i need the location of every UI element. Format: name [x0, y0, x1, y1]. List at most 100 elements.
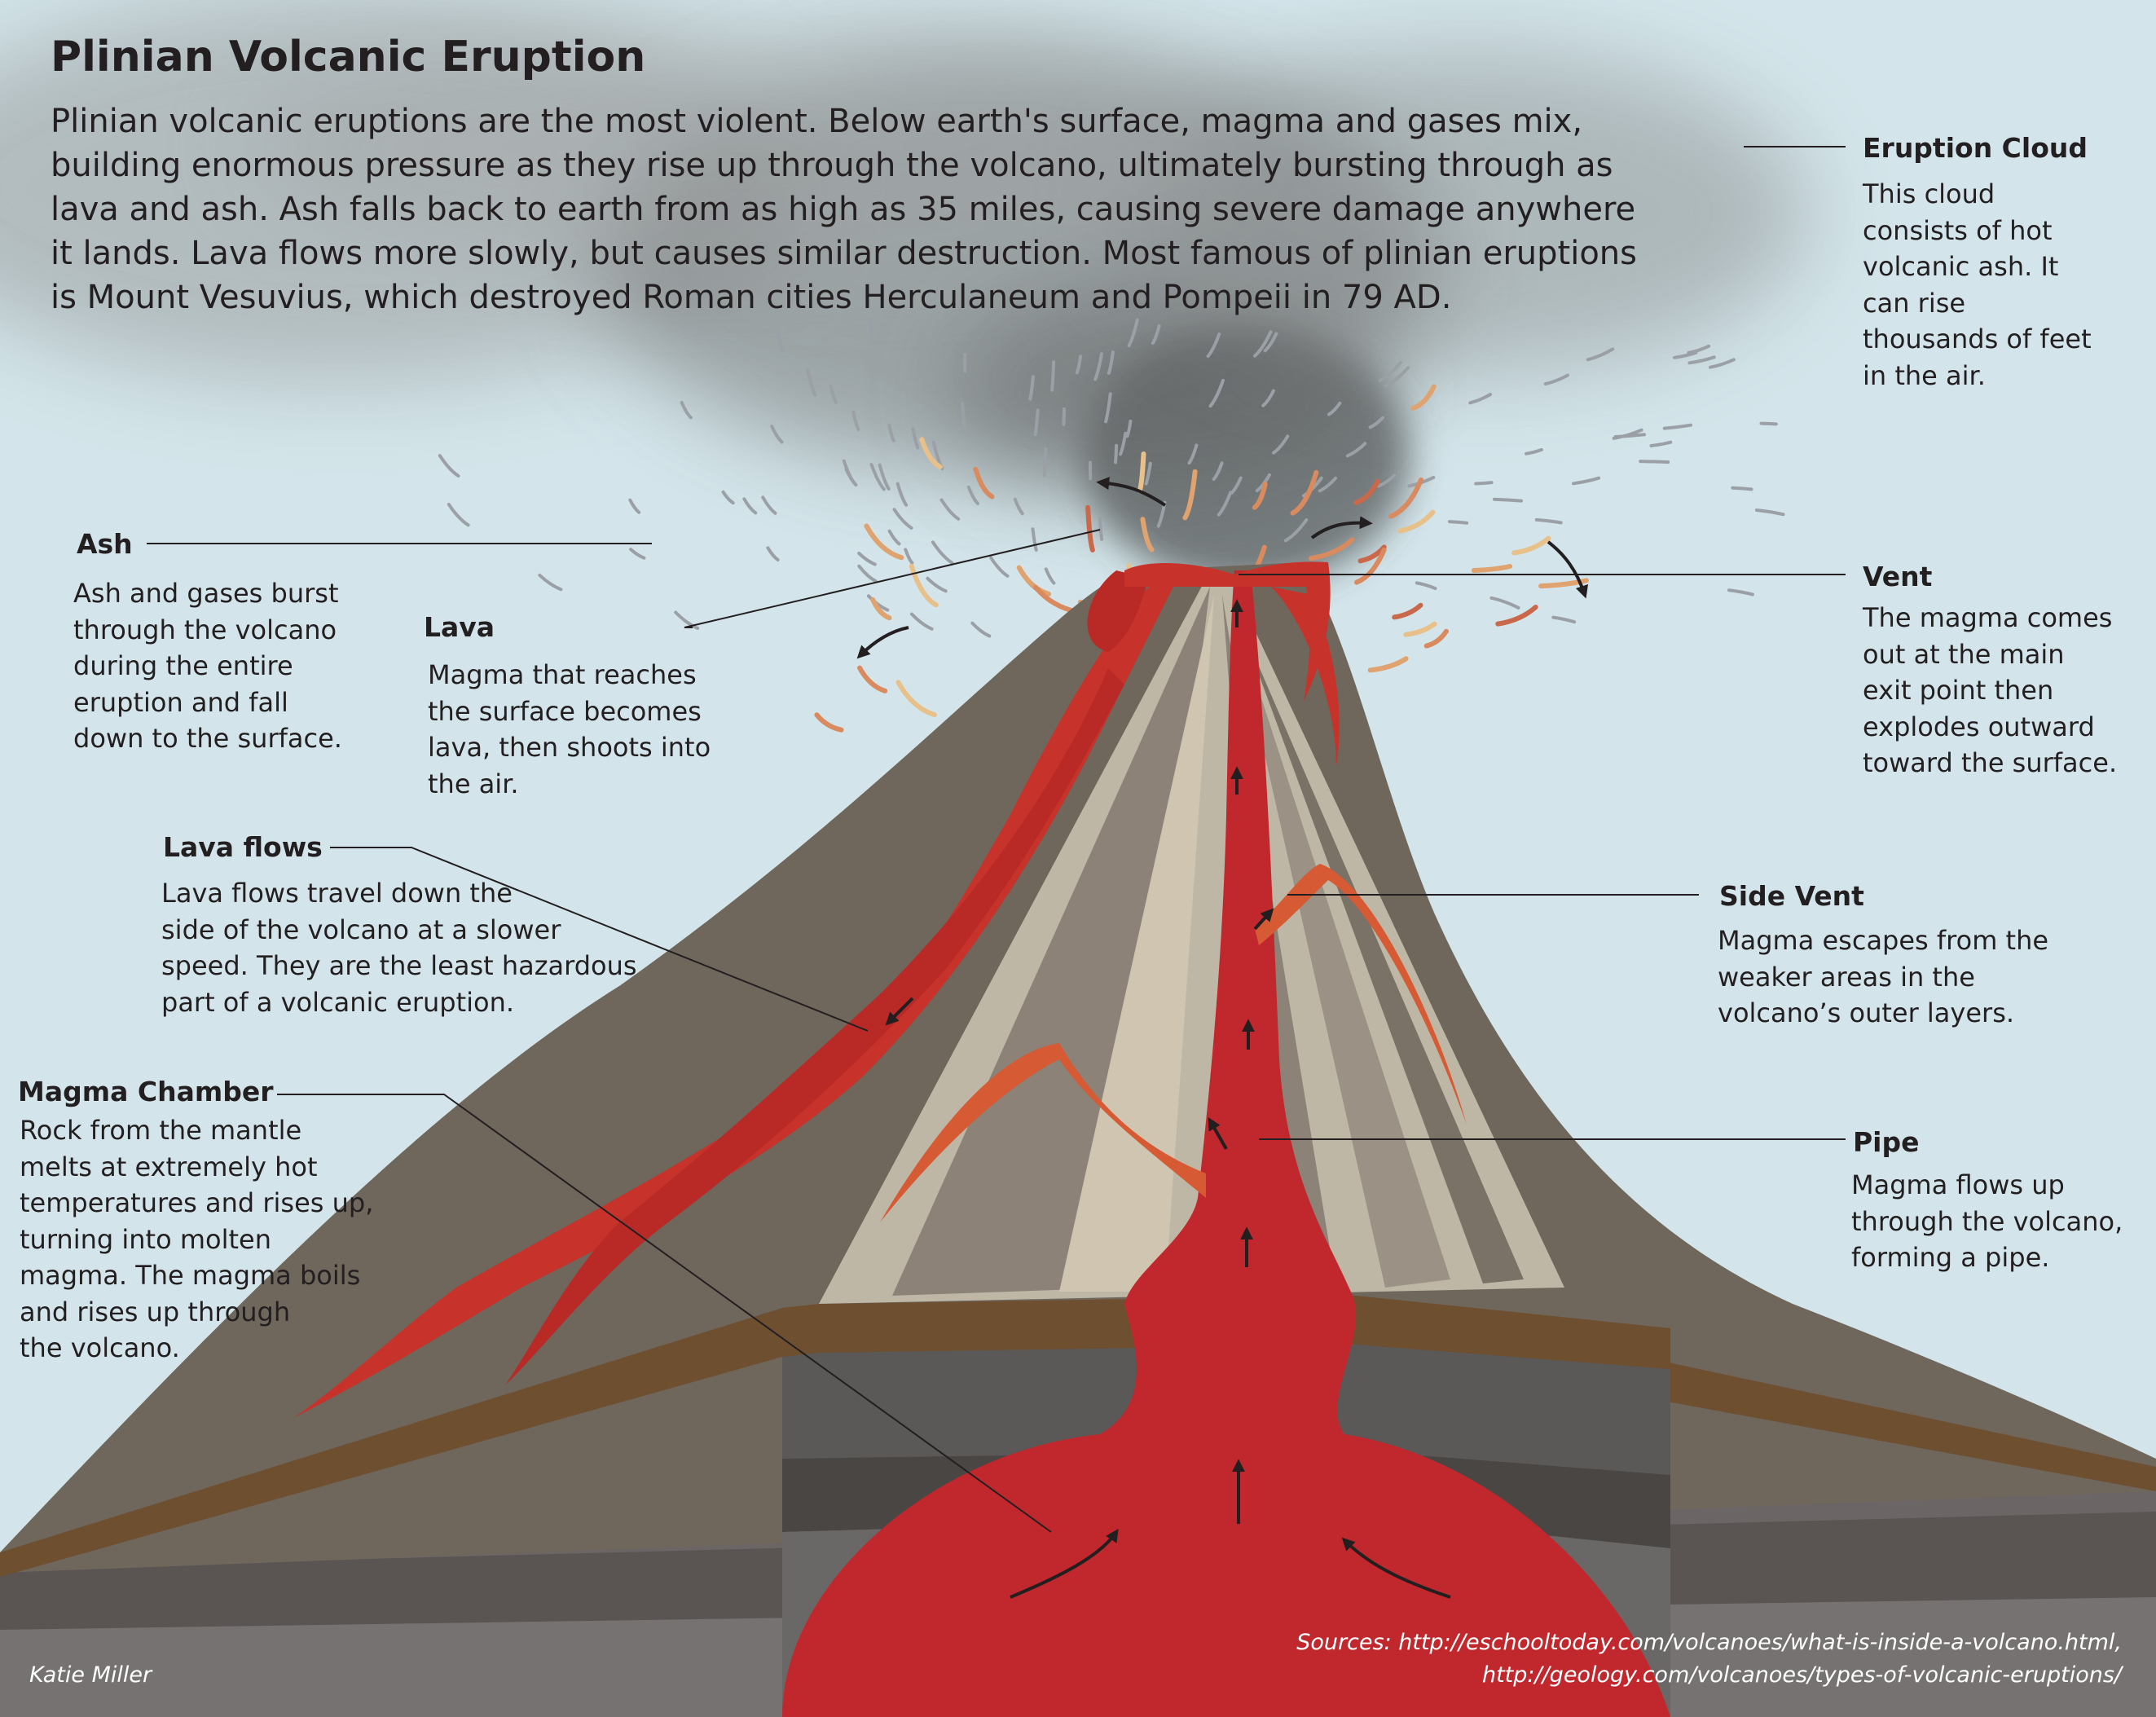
eruption-cloud-label: Eruption Cloud [1863, 132, 2088, 164]
ash-streak [447, 503, 470, 527]
ash-streak [1042, 447, 1048, 478]
lava-spatter-streak [814, 712, 844, 733]
lava-flows-label: Lava flows [163, 831, 323, 863]
ash-streak [911, 427, 920, 450]
ash-streak [867, 316, 875, 345]
lava-spatter-streak [864, 523, 904, 561]
ash-streak [1212, 461, 1224, 481]
leader-lines [147, 146, 1846, 1533]
lava-spatter-streak [1137, 451, 1146, 494]
ash-streak [878, 463, 891, 491]
ash-streak [628, 498, 641, 514]
lava-spatter-streak [1033, 584, 1080, 614]
lava-spatter-streak [1016, 565, 1051, 597]
ash-streak [1261, 389, 1275, 407]
ash-streak [1144, 461, 1152, 486]
source-line: http://geology.com/volcanoes/types-of-vo… [1481, 1662, 2122, 1688]
ash-streak [857, 564, 878, 583]
desc-line: forming a pipe. [1851, 1242, 2050, 1273]
lava-spatter-streak [1423, 628, 1449, 649]
ash-streak [1709, 358, 1736, 369]
ash-streak [1114, 443, 1119, 464]
ash-streak [910, 612, 934, 631]
ash-streak [1031, 527, 1038, 552]
lava-spatter-streak [1471, 564, 1513, 573]
lava-spatter-streak [1140, 517, 1155, 553]
desc-line: in the air. [1863, 359, 1986, 391]
ash-streak [1013, 497, 1024, 516]
desc-line: Magma that reaches [428, 659, 697, 690]
desc-line: the volcano. [20, 1332, 180, 1363]
ash-streak [1033, 408, 1040, 437]
ash-streak [1098, 516, 1104, 541]
ash-streak [1206, 332, 1221, 359]
lava-spatter-streak [1403, 621, 1437, 637]
ash-streak [1415, 581, 1437, 591]
desc-line: can rise [1863, 287, 1966, 319]
ash-streak [961, 402, 967, 434]
ash-streak [766, 546, 780, 561]
ash-streak [1253, 330, 1273, 358]
lava-spatter-streak [909, 563, 939, 608]
desc-line: exit point then [1863, 675, 2054, 706]
lava-spatter-streak [1511, 535, 1551, 556]
ash-streak [829, 385, 838, 404]
desc-line: eruption and fall [73, 686, 288, 718]
ash-streak [1384, 366, 1410, 388]
desc-line: Rock from the mantle [20, 1115, 302, 1146]
intro-line: Plinian volcanic eruptions are the most … [51, 103, 1583, 140]
ash-streak [851, 410, 860, 431]
lava-spatter-streak [1290, 469, 1319, 516]
lava-spatter-streak [1388, 477, 1423, 519]
ash-streak [887, 424, 895, 442]
lava-flows-description: Lava flows travel down the side of the v… [161, 875, 637, 1020]
lava-spatter-streak [1252, 482, 1268, 510]
lava-label: Lava [424, 611, 495, 643]
lava-description: Magma that reaches the surface becomes l… [428, 657, 711, 802]
desc-line: down to the surface. [73, 723, 342, 754]
lava-spatter-streak [1397, 509, 1436, 534]
ash-label: Ash [77, 528, 133, 560]
desc-line: the surface becomes [428, 695, 702, 727]
ash-streak [629, 548, 646, 560]
lava-spatter-streak [1182, 469, 1198, 521]
ash-streak [1525, 447, 1543, 456]
ash-streak [721, 490, 735, 505]
eruption-cloud-description: This cloud consists of hot volcanic ash.… [1863, 176, 2092, 394]
ash-streak [895, 482, 909, 507]
lava-spatter-streak [1367, 656, 1409, 673]
magma-system [782, 570, 1670, 1717]
ash-streak [1447, 520, 1469, 525]
desc-line: turning into molten [20, 1223, 271, 1255]
ash-streak [857, 552, 877, 566]
ash-streak [1318, 476, 1338, 493]
desc-line: This cloud [1863, 178, 1995, 209]
source-line: Sources: http://eschooltoday.com/volcano… [1296, 1630, 2122, 1655]
pipe-label: Pipe [1853, 1126, 1920, 1158]
ash-streak [926, 576, 948, 593]
ash-streak [1673, 350, 1698, 359]
ash-streak [770, 425, 784, 444]
lava-spatter-streak [1309, 537, 1355, 561]
desc-line: thousands of feet [1863, 324, 2092, 354]
desc-line: the air. [428, 768, 519, 799]
ash-streak [1474, 481, 1494, 486]
ash-streak [1327, 401, 1342, 416]
ash-streak [1217, 491, 1233, 517]
ash-streak [1368, 416, 1384, 429]
ash-streak [1586, 347, 1615, 362]
ash-streak [1489, 596, 1520, 610]
lava-spatter-streak [919, 437, 943, 469]
ash-streak [1028, 375, 1035, 401]
desc-line: Magma flows up [1851, 1169, 2065, 1200]
desc-line: during the entire [73, 650, 293, 681]
ash-streak [1759, 421, 1778, 426]
desc-line: through the volcano, [1851, 1205, 2123, 1237]
lava-spatter-streak [1495, 605, 1538, 627]
lava-spatter-streak [1538, 578, 1589, 589]
desc-line: speed. They are the least hazardous [161, 950, 637, 981]
ash-streak [1104, 392, 1112, 424]
desc-line: toward the surface. [1863, 747, 2118, 778]
author-credit: Katie Miller [29, 1662, 152, 1688]
